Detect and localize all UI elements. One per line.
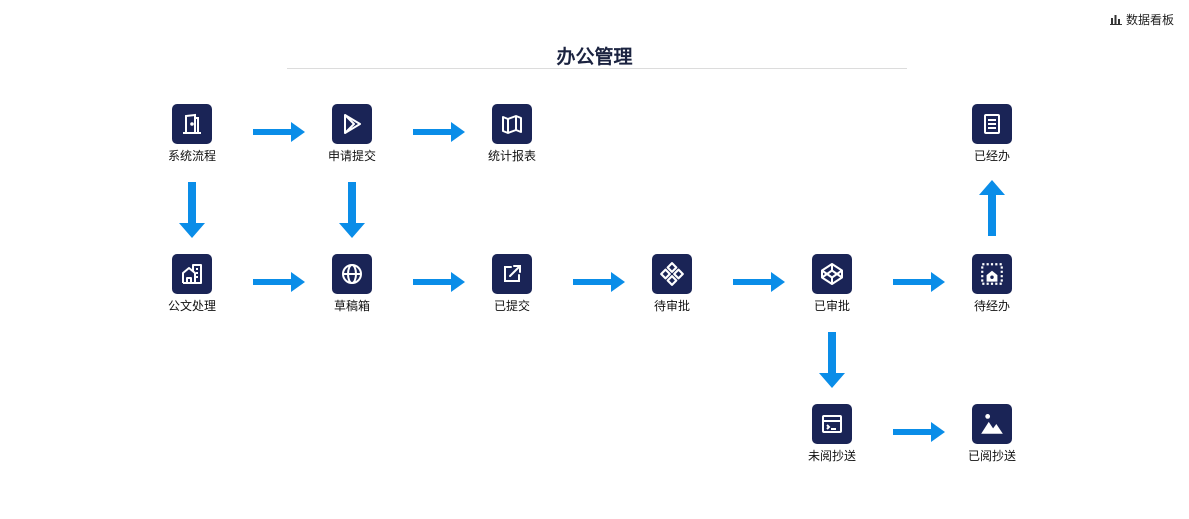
grid-pattern-icon xyxy=(652,254,692,294)
title-divider xyxy=(287,68,907,69)
arrow-right xyxy=(413,272,465,292)
play-store-icon xyxy=(332,104,372,144)
node-approved[interactable]: 已审批 xyxy=(792,254,872,314)
node-label: 公文处理 xyxy=(167,299,216,313)
node-apply-submit[interactable]: 申请提交 xyxy=(312,104,392,164)
node-label: 统计报表 xyxy=(487,149,536,163)
arrow-down xyxy=(339,182,365,238)
arrow-down xyxy=(819,332,845,388)
node-read-cc[interactable]: 已阅抄送 xyxy=(952,404,1032,464)
dashboard-link-label: 数据看板 xyxy=(1125,13,1174,27)
codepen-icon xyxy=(812,254,852,294)
arrow-right xyxy=(893,422,945,442)
map-icon xyxy=(492,104,532,144)
node-label: 草稿箱 xyxy=(333,299,370,313)
node-system-flow[interactable]: 系统流程 xyxy=(152,104,232,164)
node-label: 已审批 xyxy=(813,299,850,313)
arrow-right xyxy=(253,272,305,292)
page-title: 办公管理 xyxy=(556,46,633,68)
node-label: 待经办 xyxy=(973,299,1010,313)
node-label: 已提交 xyxy=(493,299,530,313)
building-icon xyxy=(172,254,212,294)
node-label: 已经办 xyxy=(973,149,1010,163)
node-pending-handle[interactable]: 待经办 xyxy=(952,254,1032,314)
node-draft-box[interactable]: 草稿箱 xyxy=(312,254,392,314)
bar-chart-icon xyxy=(1109,15,1122,25)
external-link-icon xyxy=(492,254,532,294)
node-label: 系统流程 xyxy=(167,149,216,163)
dotted-image-icon xyxy=(972,254,1012,294)
door-icon xyxy=(172,104,212,144)
node-handled[interactable]: 已经办 xyxy=(952,104,1032,164)
arrow-up xyxy=(979,180,1005,236)
arrow-right xyxy=(733,272,785,292)
arrow-right xyxy=(893,272,945,292)
node-label: 申请提交 xyxy=(327,149,376,163)
node-label: 未阅抄送 xyxy=(807,449,856,463)
globe-icon xyxy=(332,254,372,294)
terminal-window-icon xyxy=(812,404,852,444)
node-submitted[interactable]: 已提交 xyxy=(472,254,552,314)
image-icon xyxy=(972,404,1012,444)
dashboard-link[interactable]: 数据看板 xyxy=(1109,11,1174,28)
node-doc-process[interactable]: 公文处理 xyxy=(152,254,232,314)
arrow-down xyxy=(179,182,205,238)
arrow-right xyxy=(413,122,465,142)
node-unread-cc[interactable]: 未阅抄送 xyxy=(792,404,872,464)
arrow-right xyxy=(253,122,305,142)
node-stat-report[interactable]: 统计报表 xyxy=(472,104,552,164)
node-pending-approval[interactable]: 待审批 xyxy=(632,254,712,314)
node-label: 已阅抄送 xyxy=(967,449,1016,463)
arrow-right xyxy=(573,272,625,292)
node-label: 待审批 xyxy=(653,299,690,313)
document-icon xyxy=(972,104,1012,144)
